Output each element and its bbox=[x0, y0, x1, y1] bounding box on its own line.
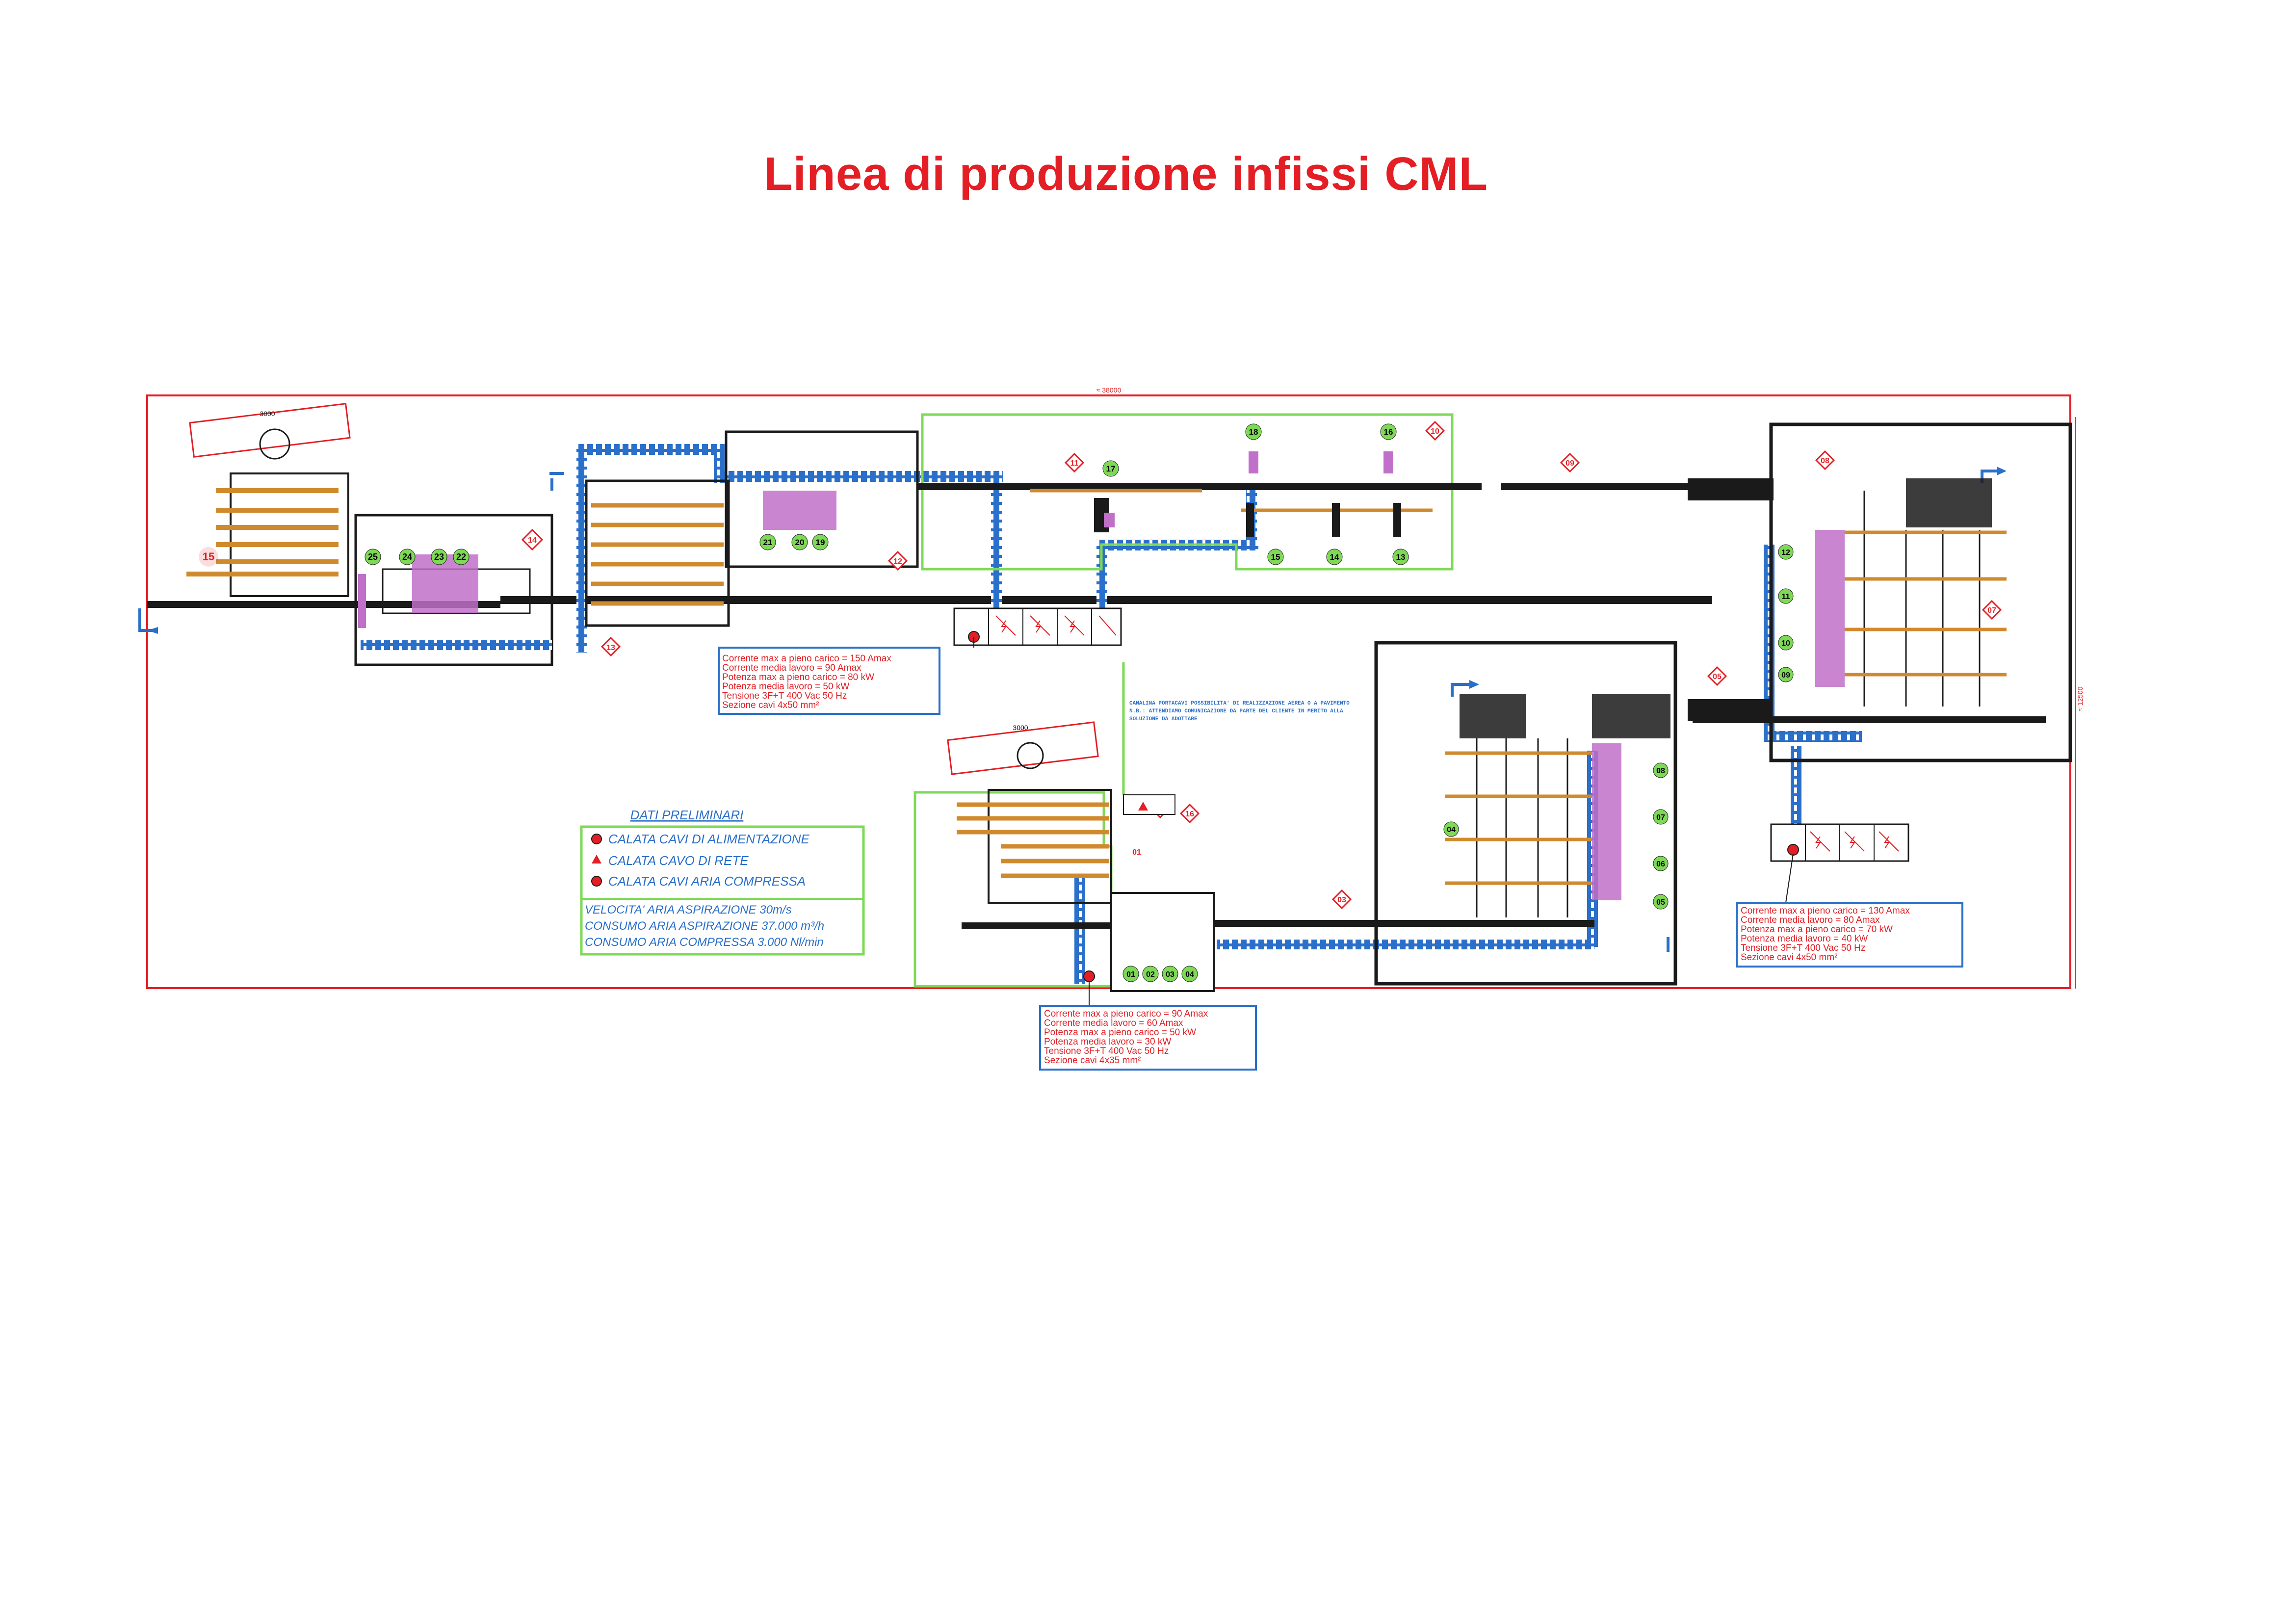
power-right-line-5: Tensione 3F+T 400 Vac 50 Hz bbox=[1741, 943, 1865, 953]
station-label-12-r: 12 bbox=[1781, 549, 1790, 557]
cell-label-04: 04 bbox=[1185, 970, 1194, 979]
legend-box: DATI PRELIMINARI CALATA CAVI DI ALIMENTA… bbox=[580, 808, 865, 956]
power-left-line-1: Corrente max a pieno carico = 150 Amax bbox=[722, 654, 891, 664]
power-center-line-5: Tensione 3F+T 400 Vac 50 Hz bbox=[1044, 1046, 1169, 1056]
power-right-line-3: Potenza max a pieno carico = 70 kW bbox=[1741, 924, 1893, 935]
power-left-line-3: Potenza max a pieno carico = 80 kW bbox=[722, 672, 874, 682]
guarded-area-top: 17 18 16 15 14 13 11 10 09 bbox=[917, 413, 1580, 571]
power-left-line-5: Tensione 3F+T 400 Vac 50 Hz bbox=[722, 691, 847, 701]
power-left-line-2: Corrente media lavoro = 90 Amax bbox=[722, 663, 861, 673]
station-label-20: 20 bbox=[795, 538, 805, 547]
power-left-line-6: Sezione cavi 4x50 mm² bbox=[722, 700, 819, 710]
power-center-line-3: Potenza max a pieno carico = 50 kW bbox=[1044, 1027, 1196, 1038]
power-center-line-6: Sezione cavi 4x35 mm² bbox=[1044, 1055, 1141, 1066]
power-center-line-2: Corrente media lavoro = 60 Amax bbox=[1044, 1018, 1183, 1028]
station-label-11: 11 bbox=[1070, 459, 1079, 468]
stack-dim-label: 3000 bbox=[260, 410, 275, 418]
legend-data-compressed: CONSUMO ARIA COMPRESSA 3.000 Nl/min bbox=[585, 936, 824, 949]
page-title-text: Linea di produzione infissi CML bbox=[763, 148, 1488, 200]
conduit-note-line-3: SOLUZIONE DA ADOTTARE bbox=[1129, 716, 1198, 722]
power-right-line-1: Corrente max a pieno carico = 130 Amax bbox=[1741, 906, 1910, 916]
power-right-line-2: Corrente media lavoro = 80 Amax bbox=[1741, 915, 1880, 925]
station-label-05-b: 05 bbox=[1713, 673, 1722, 681]
power-left-line-4: Potenza media lavoro = 50 kW bbox=[722, 681, 849, 692]
station-label-23: 23 bbox=[434, 552, 444, 562]
station-label-24: 24 bbox=[402, 552, 412, 562]
overall-length-label: ≈ 38000 bbox=[1096, 386, 1122, 394]
station-label-06-m: 06 bbox=[1656, 860, 1665, 868]
legend-item-power: CALATA CAVI DI ALIMENTAZIONE bbox=[608, 832, 809, 846]
cell-label-01: 01 bbox=[1126, 970, 1135, 979]
station-label-05-m: 05 bbox=[1656, 898, 1665, 907]
power-drop-icon bbox=[591, 834, 602, 844]
station-label-18: 18 bbox=[1249, 427, 1258, 437]
station-label-12: 12 bbox=[893, 557, 902, 566]
cell-sizing: 25 24 23 22 14 bbox=[354, 514, 553, 666]
power-box-center: Corrente max a pieno carico = 90 Amax Co… bbox=[1039, 1005, 1257, 1071]
power-box-right: Corrente max a pieno carico = 130 Amax C… bbox=[1736, 902, 1963, 968]
legend-data-extraction: CONSUMO ARIA ASPIRAZIONE 37.000 m³/h bbox=[585, 919, 824, 933]
overall-width-label: ≈ 12500 bbox=[2076, 686, 2084, 711]
page-title: Linea di produzione infissi CML bbox=[0, 147, 2296, 201]
cell-center-right: 08 07 06 05 04 bbox=[1374, 641, 1677, 986]
legend-data-speed: VELOCITA' ARIA ASPIRAZIONE 30m/s bbox=[585, 903, 792, 916]
power-right-line-4: Potenza media lavoro = 40 kW bbox=[1741, 934, 1868, 944]
conduit-note: CANALINA PORTACAVI POSSIBILITA' DI REALI… bbox=[1129, 701, 1350, 722]
station-label-03: 03 bbox=[1337, 896, 1346, 904]
cell-lower-left: 3000 01 02 16 01 02 03 04 bbox=[913, 721, 1215, 1006]
station-label-11-r: 11 bbox=[1782, 593, 1790, 601]
input-conveyor bbox=[138, 596, 1712, 634]
station-label-21: 21 bbox=[763, 538, 773, 547]
cell-stacker: 13 21 20 19 12 bbox=[585, 430, 919, 657]
station-label-14: 14 bbox=[528, 536, 537, 545]
conduit-note-line-2: N.B.: ATTENDIAMO COMUNICAZIONE DA PARTE … bbox=[1129, 708, 1343, 714]
station-label-07-m: 07 bbox=[1656, 813, 1665, 822]
power-center-line-1: Corrente max a pieno carico = 90 Amax bbox=[1044, 1009, 1208, 1019]
station-label-04: 04 bbox=[1447, 826, 1456, 834]
left-board-stack: 3000 15 bbox=[186, 403, 351, 597]
flow-arrows bbox=[549, 472, 1670, 952]
stack-dim-label-mid: 3000 bbox=[1013, 724, 1028, 732]
station-label-15-b: 15 bbox=[1271, 552, 1280, 562]
link-conveyor: 05 03 bbox=[1122, 478, 2046, 927]
power-right-line-6: Sezione cavi 4x50 mm² bbox=[1741, 952, 1837, 963]
station-label-17: 17 bbox=[1106, 464, 1116, 473]
network-drop-icon bbox=[592, 855, 601, 864]
station-label-14-b: 14 bbox=[1330, 552, 1339, 562]
station-label-01: 01 bbox=[1132, 848, 1141, 857]
cell-label-03: 03 bbox=[1166, 970, 1174, 979]
legend-item-network: CALATA CAVO DI RETE bbox=[608, 853, 749, 868]
power-center-line-4: Potenza media lavoro = 30 kW bbox=[1044, 1037, 1171, 1047]
air-drop-icon bbox=[591, 876, 602, 887]
station-label-19: 19 bbox=[816, 538, 825, 547]
station-label-10: 10 bbox=[1431, 427, 1439, 436]
electrical-cabinet-right bbox=[1770, 823, 1909, 903]
station-label-13-b: 13 bbox=[1396, 552, 1406, 562]
cell-right: 12 11 10 09 08 07 bbox=[1769, 422, 2072, 762]
station-label-22: 22 bbox=[456, 552, 466, 562]
station-label-16-top: 16 bbox=[1384, 427, 1393, 437]
legend-heading: DATI PRELIMINARI bbox=[630, 808, 744, 822]
cell-label-02: 02 bbox=[1146, 970, 1155, 979]
conduit-note-line-1: CANALINA PORTACAVI POSSIBILITA' DI REALI… bbox=[1129, 701, 1350, 707]
station-label-13: 13 bbox=[606, 644, 615, 652]
electrical-cabinet-left bbox=[718, 607, 1122, 715]
legend-item-air: CALATA CAVI ARIA COMPRESSA bbox=[608, 874, 806, 889]
station-label-25: 25 bbox=[368, 552, 378, 562]
station-label-08-m: 08 bbox=[1656, 767, 1665, 775]
station-label-16: 16 bbox=[1185, 810, 1194, 818]
station-label-09: 09 bbox=[1565, 459, 1574, 468]
power-box-left: Corrente max a pieno carico = 150 Amax C… bbox=[722, 654, 891, 710]
station-label-07: 07 bbox=[1987, 606, 1996, 615]
station-label-10-r: 10 bbox=[1781, 639, 1790, 648]
station-label-09-r: 09 bbox=[1781, 671, 1790, 680]
station-label-08: 08 bbox=[1821, 457, 1829, 465]
station-label-15: 15 bbox=[203, 550, 214, 563]
